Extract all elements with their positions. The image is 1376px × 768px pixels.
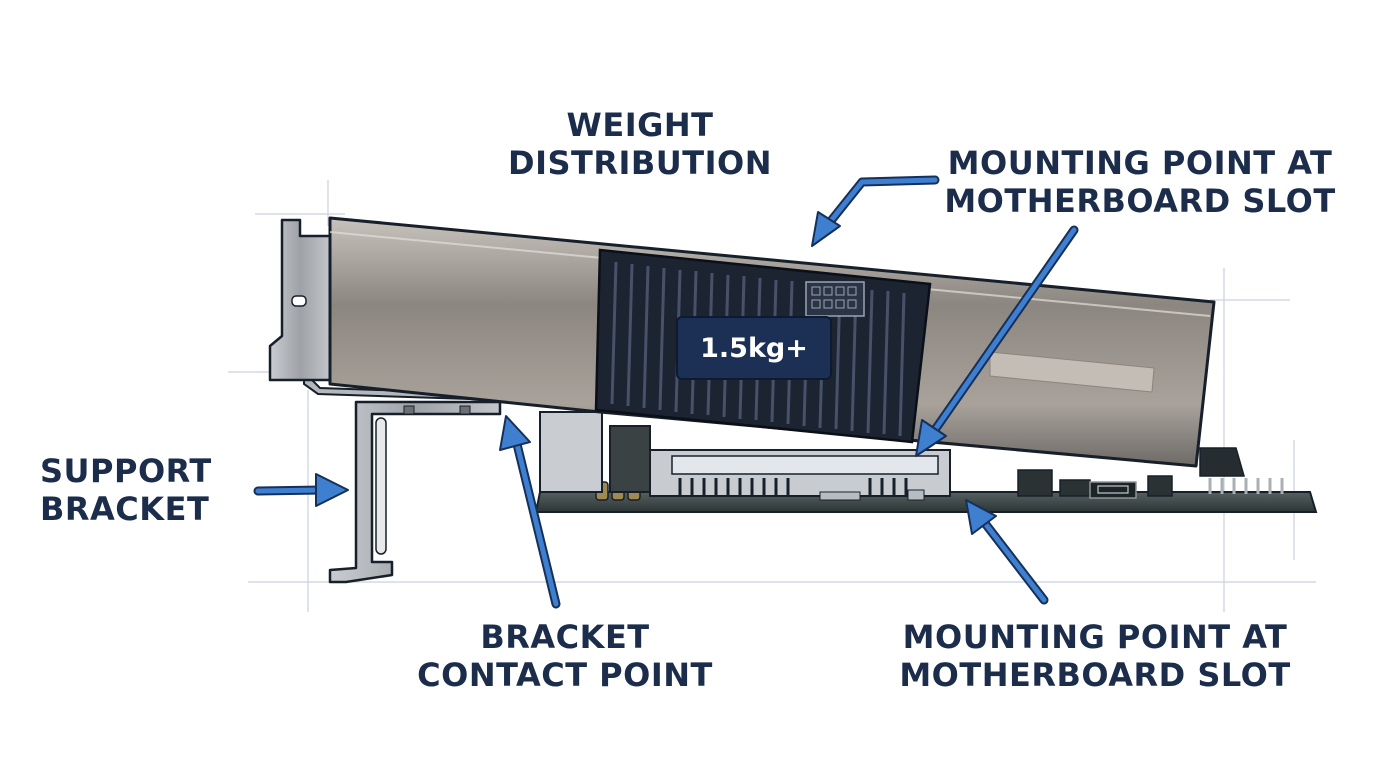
- motherboard: [534, 411, 1318, 513]
- label-bracket-contact-point: BRACKET CONTACT POINT: [417, 618, 713, 694]
- arrow-weight-distribution: [811, 175, 940, 247]
- support-bracket-shape: [303, 369, 502, 584]
- weight-badge: 1.5kg+: [676, 316, 832, 380]
- arrow-mounting-point-top: [915, 225, 1079, 457]
- arrow-support-bracket: [253, 473, 349, 507]
- gpu-card: [268, 216, 1216, 468]
- label-weight-distribution: WEIGHT DISTRIBUTION: [508, 106, 772, 182]
- annotation-arrows: [253, 175, 1079, 609]
- label-mounting-point-top: MOUNTING POINT AT MOTHERBOARD SLOT: [944, 144, 1336, 220]
- arrow-bracket-contact: [499, 415, 561, 609]
- label-mounting-point-bottom: MOUNTING POINT AT MOTHERBOARD SLOT: [899, 618, 1291, 694]
- arrow-mounting-point-bottom: [965, 499, 1049, 605]
- label-support-bracket: SUPPORT BRACKET: [40, 452, 212, 528]
- guide-lines: [228, 180, 1316, 612]
